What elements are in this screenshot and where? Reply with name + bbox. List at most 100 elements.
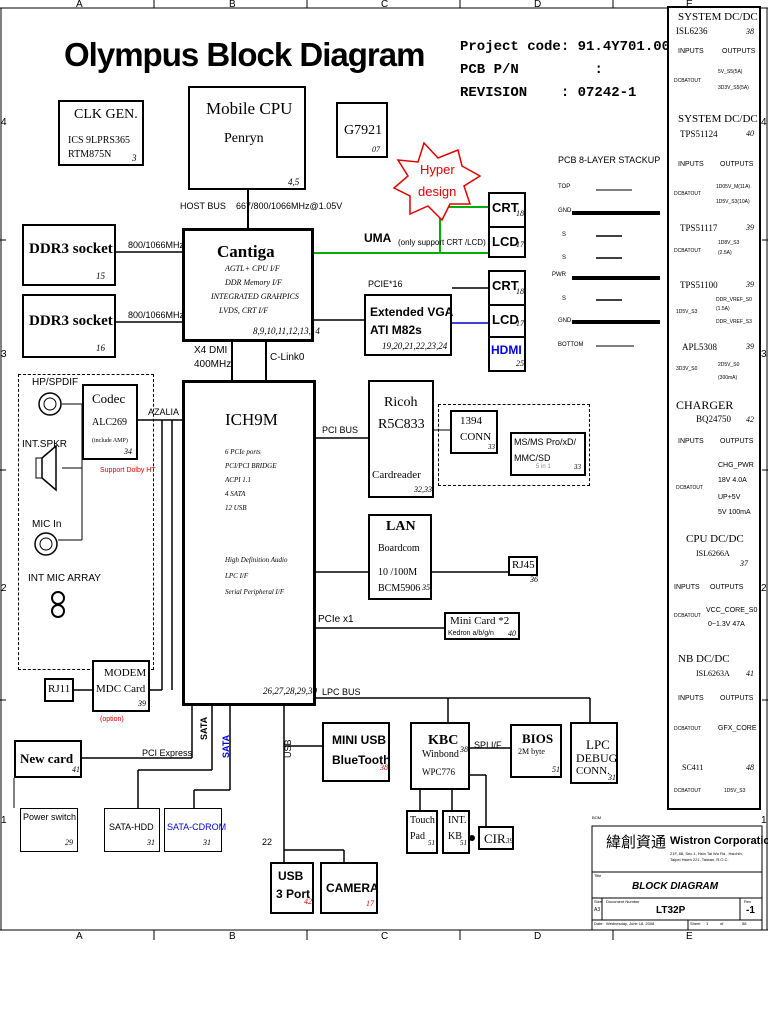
pwr3-in: 1D5V_S3 bbox=[676, 309, 698, 315]
lcd1-title[interactable]: LCD bbox=[492, 234, 519, 249]
mini-usb-bluetooth[interactable]: MINI USB BlueTooth 38 bbox=[322, 722, 390, 782]
lpc-debug-conn[interactable]: LPC DEBUG CONN. 31 bbox=[570, 722, 618, 784]
vga-pages: 19,20,21,22,23,24 bbox=[382, 341, 448, 351]
crt1-title[interactable]: CRT bbox=[492, 200, 519, 215]
pwr0-in-h: INPUTS bbox=[678, 48, 704, 55]
cir-block[interactable]: CIR 39 bbox=[478, 826, 514, 850]
modem-block[interactable]: MODEM MDC Card 39 bbox=[92, 660, 150, 712]
ieee1394-connector[interactable]: 1394 CONN 33 bbox=[450, 410, 498, 454]
pwr5-chip: BQ24750 bbox=[696, 414, 732, 424]
ms-line1: MS/MS Pro/xD/ bbox=[514, 437, 577, 447]
crt-lcd-group-1 bbox=[488, 192, 526, 258]
pwr6-chip: ISL6266A bbox=[696, 549, 730, 558]
rj11-connector[interactable]: RJ11 bbox=[44, 678, 74, 702]
mini-card-block[interactable]: Mini Card *2 Kedron a/b/g/n 40 bbox=[444, 612, 520, 640]
sata-hdd-block[interactable]: SATA-HDD 31 bbox=[104, 808, 160, 852]
powersw-title: Power switch bbox=[23, 812, 77, 822]
sata-label-1: SATA bbox=[199, 716, 209, 740]
tb-title-label: Title bbox=[594, 873, 602, 878]
grid-row-4-right: 4 bbox=[761, 117, 767, 128]
pci-bus-label: PCI BUS bbox=[322, 425, 359, 435]
bios-sub: 2M byte bbox=[518, 747, 545, 756]
ricoh-line1: Ricoh bbox=[384, 395, 418, 410]
ddr3-socket-1[interactable]: DDR3 socket 15 bbox=[22, 224, 116, 286]
tb-total: 58 bbox=[742, 921, 747, 926]
azalia-label: AZALIA bbox=[148, 407, 180, 417]
clk-gen-block[interactable]: CLK GEN. ICS 9LPRS365 RTM875N 3 bbox=[58, 100, 144, 166]
revision-label: REVISION bbox=[460, 85, 528, 101]
pcb-pn-sep: : bbox=[594, 62, 603, 78]
grid-col-d: D bbox=[534, 0, 542, 10]
tb-company: Wistron Corporation bbox=[670, 835, 768, 847]
new-card-block[interactable]: New card 41 bbox=[14, 740, 82, 778]
bios-block[interactable]: BIOS 2M byte 51 bbox=[510, 724, 562, 778]
cantiga-feature-2: DDR Memory I/F bbox=[225, 278, 282, 287]
sata-cdrom-block[interactable]: SATA-CDROM 31 bbox=[164, 808, 226, 852]
pwr5-out1: CHG_PWR bbox=[718, 462, 754, 469]
lan-block[interactable]: LAN Boardcom 10 /100M BCM5906 35 bbox=[368, 514, 432, 600]
lan-chip: BCM5906 bbox=[378, 583, 421, 594]
camera-page: 17 bbox=[366, 899, 374, 908]
kbc-block[interactable]: KBC Winbond WPC776 38 bbox=[410, 722, 470, 790]
kbc-sub: Winbond bbox=[422, 749, 459, 760]
clk-gen-chip1: ICS 9LPRS365 bbox=[68, 135, 130, 146]
lcd2-title[interactable]: LCD bbox=[492, 312, 519, 327]
pwr2-title: TPS51117 bbox=[680, 223, 718, 233]
grid-row-1-right: 1 bbox=[761, 815, 767, 826]
card-reader-area bbox=[438, 404, 590, 486]
ddr3-socket-2[interactable]: DDR3 socket 16 bbox=[22, 294, 116, 358]
ddr3-2-title: DDR3 socket bbox=[29, 313, 113, 329]
crt2-title[interactable]: CRT bbox=[492, 278, 519, 293]
tb-address2: Taipei Hsien 221, Taiwan, R.O.C. bbox=[670, 857, 729, 862]
pwr6-out1: VCC_CORE_S0 bbox=[706, 607, 758, 614]
pwr6-page: 37 bbox=[740, 559, 748, 568]
usb3-line2: 3 Port bbox=[276, 887, 311, 901]
cir-title: CIR bbox=[484, 831, 506, 846]
cantiga-title: Cantiga bbox=[217, 242, 275, 261]
vga-line1: Extended VGA bbox=[370, 305, 454, 319]
stackup-layer-6: S bbox=[562, 296, 567, 302]
ricoh-block[interactable]: Ricoh R5C833 Cardreader 32,33 bbox=[368, 380, 434, 498]
pwr3-out1: DDR_VREF_S0 bbox=[716, 297, 752, 303]
modem-option: (option) bbox=[100, 716, 124, 723]
intkb-page: 51 bbox=[460, 839, 467, 847]
uma-label: UMA bbox=[364, 231, 392, 245]
ich9m-feat-1: 6 PCIe ports bbox=[225, 448, 261, 456]
grid-row-2-right: 2 bbox=[761, 583, 767, 594]
extended-vga-block[interactable]: Extended VGA ATI M82s 19,20,21,22,23,24 bbox=[364, 294, 454, 356]
cantiga-block[interactable]: Cantiga AGTL+ CPU I/F DDR Memory I/F INT… bbox=[182, 228, 320, 342]
minicard-title: Mini Card *2 bbox=[450, 615, 510, 627]
camera-block[interactable]: CAMERA 17 bbox=[320, 862, 379, 914]
int-kb-block[interactable]: INT. KB 51 bbox=[442, 810, 470, 854]
ms-slot[interactable]: MS/MS Pro/xD/ MMC/SD 5 in 1 33 bbox=[510, 432, 586, 476]
kbc-title: KBC bbox=[428, 733, 459, 748]
grid-row-3: 3 bbox=[1, 349, 7, 360]
cpu-block[interactable]: Mobile CPU Penryn 4,5 bbox=[188, 86, 306, 190]
ich9m-block[interactable]: ICH9M 6 PCIe ports PCI/PCI BRIDGE ACPI 1… bbox=[182, 380, 317, 706]
ricoh-card: Cardreader bbox=[372, 469, 421, 481]
project-code-label: Project code: bbox=[460, 39, 570, 55]
pwr1-chip: TPS51124 bbox=[680, 129, 718, 139]
stackup-title: PCB 8-LAYER STACKUP bbox=[558, 155, 661, 165]
pwr5-in: DCBATOUT bbox=[676, 485, 704, 491]
cpu-sub: Penryn bbox=[224, 131, 264, 146]
lcd1-page: 17 bbox=[516, 240, 524, 249]
usb-3-port-block[interactable]: USB 3 Port 42 bbox=[270, 862, 314, 914]
minicard-sub: Kedron a/b/g/n bbox=[448, 630, 494, 637]
pwr8-out1: 1D5V_S3 bbox=[724, 788, 746, 794]
pwr7-in: DCBATOUT bbox=[674, 726, 702, 732]
pwr4-in: 3D3V_S0 bbox=[676, 366, 698, 372]
hdmi-title[interactable]: HDMI bbox=[491, 343, 522, 357]
codec-block[interactable]: Codec ALC269 (include AMP) 34 bbox=[82, 384, 138, 460]
rj45-connector[interactable]: RJ45 bbox=[508, 556, 538, 576]
power-switch-block[interactable]: Power switch 29 bbox=[20, 808, 78, 852]
hp-spdif-label: HP/SPDIF bbox=[32, 377, 79, 388]
miniusb-page: 38 bbox=[380, 763, 388, 772]
lan-sub: Boardcom bbox=[378, 543, 420, 554]
codec-note: (include AMP) bbox=[92, 438, 128, 444]
g7921-block[interactable]: G7921 07 bbox=[336, 102, 388, 158]
stackup-layer-5: PWR bbox=[552, 272, 566, 278]
touch-pad-block[interactable]: Touch Pad 51 bbox=[406, 810, 438, 854]
pwr1-out2: 1D5V_S3(10A) bbox=[716, 199, 750, 205]
sata-label-2: SATA bbox=[221, 734, 231, 758]
